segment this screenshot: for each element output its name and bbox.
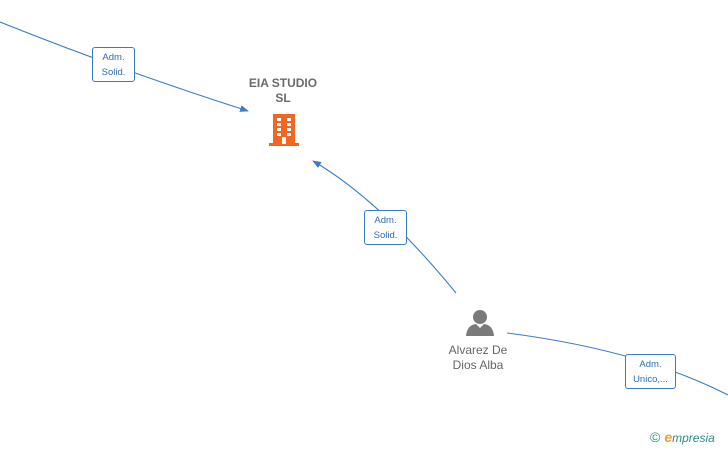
brand-name: mpresia [672,431,715,445]
person-name-line1: Alvarez De [448,343,508,357]
person-name[interactable]: Alvarez De Dios Alba [430,343,526,373]
copyright-symbol: © [650,429,661,445]
person-icon[interactable] [465,309,495,337]
person-name-line2: Dios Alba [452,358,504,372]
edge-label-3[interactable]: Adm. Unico,... [625,354,676,389]
edge-label-2-line2: Solid. [373,230,398,241]
brand-first-letter: e [664,429,673,445]
company-name-line2: SL [275,91,291,105]
edge-label-3-line1: Adm. [639,359,662,370]
edge-label-1[interactable]: Adm. Solid. [92,47,135,82]
edge-label-3-line2: Unico,... [633,374,668,385]
empresia-logo: ©empresia [650,429,715,446]
company-name-line1: EIA STUDIO [248,76,318,90]
edge-label-2[interactable]: Adm. Solid. [364,210,407,245]
building-icon[interactable] [268,112,300,148]
edge-label-1-line1: Adm. [102,52,125,63]
edge-label-2-line1: Adm. [374,215,397,226]
edge-label-1-line2: Solid. [101,67,126,78]
company-name[interactable]: EIA STUDIO SL [233,76,333,106]
edge-line-3 [506,332,728,396]
